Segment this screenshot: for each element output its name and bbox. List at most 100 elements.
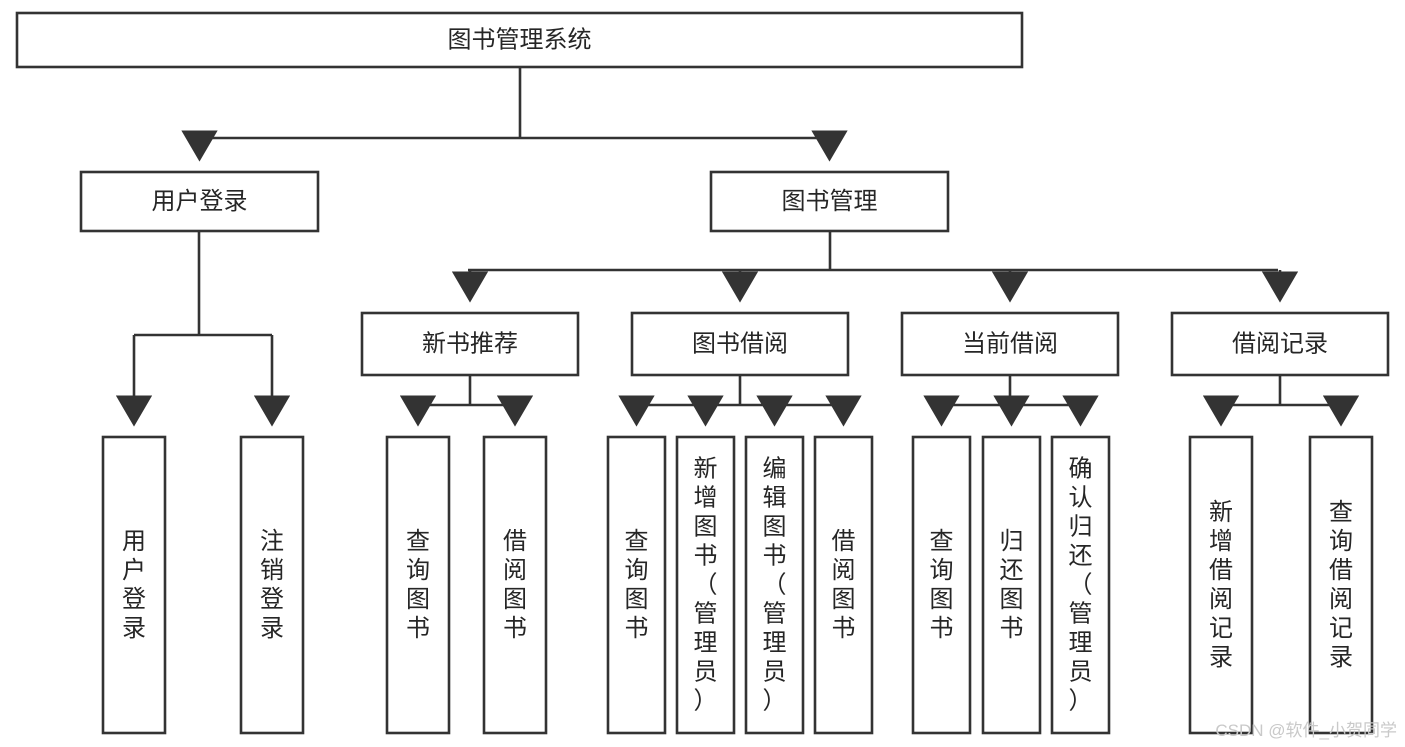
node-label-char: 阅: [1329, 586, 1353, 613]
node-box[interactable]: [360, 311, 580, 377]
node-label: 图书借阅: [692, 330, 788, 357]
node-box[interactable]: [813, 435, 874, 735]
node-label-char: 理: [763, 629, 787, 656]
node-box[interactable]: [630, 311, 850, 377]
node-box[interactable]: [1308, 435, 1374, 735]
node-box[interactable]: [1170, 311, 1390, 377]
node-label-char: 辑: [763, 484, 787, 511]
node-label-char: ）: [763, 687, 787, 714]
node-label-char: 查: [930, 528, 954, 555]
node-label-char: 录: [1209, 644, 1233, 671]
node-label: 图书管理: [782, 188, 878, 215]
node-label-char: 新: [694, 455, 718, 482]
node-label: 借阅记录: [1232, 330, 1328, 357]
node-label-char: 管: [694, 600, 718, 627]
node-label-char: 图: [625, 586, 649, 613]
node-label-char: 书: [763, 542, 787, 569]
node-box[interactable]: [482, 435, 548, 735]
node-label-char: 员: [1069, 658, 1093, 685]
node-l-borrow-book-2[interactable]: 借阅图书借阅图书: [813, 435, 874, 735]
node-l-borrow-book-1[interactable]: 借阅图书借阅图书: [482, 435, 548, 735]
node-l-return-book[interactable]: 归还图书归还图书: [981, 435, 1042, 735]
connector-book-borrow-bar: [636, 375, 843, 407]
connector-current-borrow-bar: [941, 375, 1080, 407]
node-label-char: 查: [1329, 499, 1353, 526]
node-label-char: 书: [930, 615, 954, 642]
node-n-borrow-record[interactable]: 借阅记录: [1170, 311, 1390, 377]
node-label-char: 阅: [503, 557, 527, 584]
node-n-book-borrow[interactable]: 图书借阅: [630, 311, 850, 377]
node-label-char: 书: [694, 542, 718, 569]
csdn-watermark: CSDN @软件_小贺同学: [1215, 721, 1397, 740]
node-n-new-book-rec[interactable]: 新书推荐: [360, 311, 580, 377]
node-label-char: 编: [763, 455, 787, 482]
connector-borrow-record-bar: [1221, 375, 1341, 407]
node-label-char: 阅: [832, 557, 856, 584]
node-label-char: 认: [1069, 484, 1093, 511]
node-label-char: 记: [1209, 615, 1233, 642]
node-l-query-record[interactable]: 查询借阅记录查询借阅记录: [1308, 435, 1374, 735]
node-label-char: 增: [1209, 528, 1233, 555]
nodes-layer: 图书管理系统用户登录图书管理新书推荐图书借阅当前借阅借阅记录用户登录用户登录注销…: [15, 11, 1390, 735]
node-box[interactable]: [101, 435, 167, 735]
node-label-char: 录: [122, 615, 146, 642]
node-box[interactable]: [744, 435, 805, 735]
connector-user-login-bar: [134, 231, 272, 337]
node-label-char: 询: [406, 557, 430, 584]
node-root[interactable]: 图书管理系统: [15, 11, 1024, 69]
node-label-char: 录: [260, 615, 284, 642]
node-n-book-manage[interactable]: 图书管理: [709, 170, 950, 233]
node-l-logout[interactable]: 注销登录注销登录: [239, 435, 305, 735]
node-label-char: 借: [1209, 557, 1233, 584]
node-l-user-login[interactable]: 用户登录用户登录: [101, 435, 167, 735]
node-box[interactable]: [911, 435, 972, 735]
node-box[interactable]: [981, 435, 1042, 735]
node-label-char: 新: [1209, 499, 1233, 526]
connector-book-manage-bar: [468, 231, 1278, 272]
node-label-char: 书: [503, 615, 527, 642]
node-label-char: 理: [694, 629, 718, 656]
node-label-char: ）: [694, 687, 718, 714]
node-label-char: （: [1069, 571, 1093, 598]
node-label-char: 登: [122, 586, 146, 613]
node-box[interactable]: [1050, 435, 1111, 735]
node-n-current-borrow[interactable]: 当前借阅: [900, 311, 1120, 377]
node-label-char: 注: [260, 528, 284, 555]
connector-root-bar: [199, 67, 830, 140]
node-label-char: 图: [503, 586, 527, 613]
node-label-char: 记: [1329, 615, 1353, 642]
node-label-char: （: [694, 571, 718, 598]
node-box[interactable]: [709, 170, 950, 233]
node-box[interactable]: [675, 435, 736, 735]
node-label-char: 登: [260, 586, 284, 613]
node-box[interactable]: [606, 435, 667, 735]
node-label-char: 查: [625, 528, 649, 555]
node-label-char: 询: [625, 557, 649, 584]
node-label-char: 书: [406, 615, 430, 642]
node-label-char: 理: [1069, 629, 1093, 656]
node-box[interactable]: [1188, 435, 1254, 735]
node-label-char: 增: [694, 484, 718, 511]
node-l-query-book-1[interactable]: 查询图书查询图书: [385, 435, 451, 735]
node-label-char: 归: [1069, 513, 1093, 540]
node-label-char: 书: [1000, 615, 1024, 642]
node-label-char: 图: [1000, 586, 1024, 613]
node-box[interactable]: [900, 311, 1120, 377]
node-box[interactable]: [15, 11, 1024, 69]
node-n-user-login[interactable]: 用户登录: [79, 170, 320, 233]
node-label: 当前借阅: [962, 330, 1058, 357]
node-label-char: 确: [1069, 455, 1093, 482]
node-box[interactable]: [239, 435, 305, 735]
node-box[interactable]: [385, 435, 451, 735]
node-label-char: ）: [1069, 687, 1093, 714]
node-l-query-book-2[interactable]: 查询图书查询图书: [606, 435, 667, 735]
node-box[interactable]: [79, 170, 320, 233]
node-l-add-record[interactable]: 新增借阅记录新增借阅记录: [1188, 435, 1254, 735]
node-l-query-book-3[interactable]: 查询图书查询图书: [911, 435, 972, 735]
node-label: 图书管理系统: [448, 26, 592, 53]
